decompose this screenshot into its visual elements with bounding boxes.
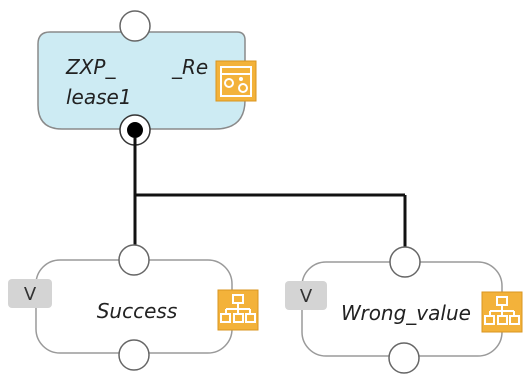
source-label-line2: lease1 <box>66 85 132 109</box>
target-input-port[interactable] <box>118 244 150 276</box>
source-input-port[interactable] <box>119 10 151 42</box>
target-label: Wrong_value <box>341 301 471 325</box>
source-output-port[interactable] <box>127 122 143 138</box>
source-node-body <box>37 31 246 130</box>
source-label-line1-right: _Re <box>171 55 208 79</box>
version-badge-label: V <box>300 286 313 307</box>
version-badge-label: V <box>24 284 37 305</box>
target-node-wrong-value[interactable]: V Wrong_value <box>285 246 523 374</box>
target-label: Success <box>97 299 178 323</box>
target-input-port[interactable] <box>389 246 421 278</box>
hierarchy-icon <box>217 289 259 331</box>
target-output-port[interactable] <box>388 342 420 374</box>
connectors <box>133 138 413 262</box>
gear-settings-icon <box>215 60 257 102</box>
target-node-success[interactable]: V Success <box>8 244 259 371</box>
target-output-port[interactable] <box>118 339 150 371</box>
source-node[interactable]: ZXP_ _Re lease1 <box>37 10 257 146</box>
source-label-line1-left: ZXP_ <box>65 55 116 79</box>
version-badge <box>285 281 327 310</box>
version-badge <box>8 279 52 308</box>
hierarchy-icon <box>481 291 523 333</box>
